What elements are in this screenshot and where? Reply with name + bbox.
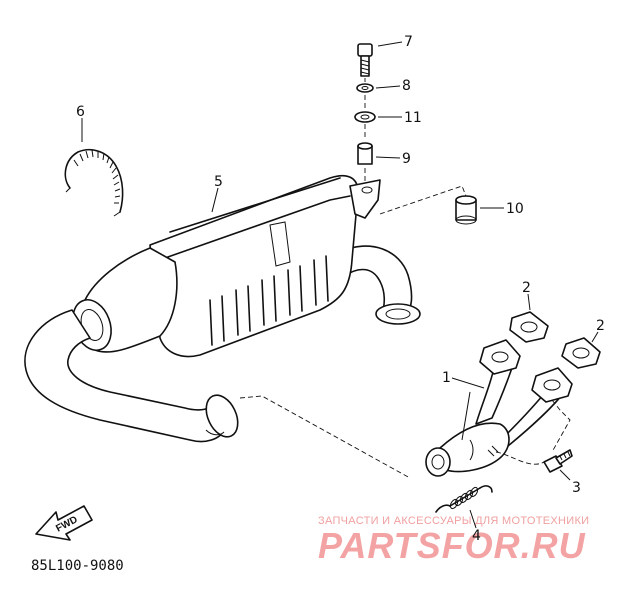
callout-2b: 2: [596, 318, 605, 334]
part-9-spacer: [357, 142, 373, 165]
part-2-gasket-b: [561, 337, 601, 369]
callout-11: 11: [404, 110, 422, 126]
callout-2a: 2: [522, 280, 531, 296]
part-2-gasket-a: [509, 311, 549, 343]
callout-9: 9: [402, 151, 411, 167]
leader-1: [451, 377, 485, 441]
part-3-bolt: [543, 449, 573, 473]
part-10-grommet: [455, 195, 477, 225]
callout-4: 4: [472, 528, 481, 544]
assembly-line-grommet: [379, 185, 467, 215]
leader-3: [559, 469, 571, 481]
callout-5: 5: [214, 174, 223, 190]
callout-6: 6: [76, 104, 85, 120]
leader-5: [211, 187, 219, 213]
part-4-spring: [435, 485, 493, 513]
leader-2a: [527, 293, 531, 311]
assembly-line-header: [551, 399, 571, 453]
callout-3: 3: [572, 480, 581, 496]
leader-2b: [591, 331, 599, 343]
watermark-tagline: ЗАПЧАСТИ И АКСЕССУАРЫ ДЛЯ МОТОТЕХНИКИ: [318, 515, 589, 527]
callout-1: 1: [442, 370, 451, 386]
watermark: ЗАПЧАСТИ И АКСЕССУАРЫ ДЛЯ МОТОТЕХНИКИ PA…: [318, 515, 589, 566]
part-8-washer: [356, 83, 374, 93]
leader-9: [375, 156, 401, 159]
part-5-muffler: [24, 174, 421, 443]
assembly-line-inlet: [239, 395, 411, 479]
watermark-brand: PARTSFOR.RU: [318, 525, 586, 566]
leader-7: [377, 41, 403, 47]
part-1-exhaust-pipe: [425, 339, 573, 477]
callout-7: 7: [404, 34, 413, 50]
diagram-code: 85L100-9080: [31, 558, 124, 574]
callout-10: 10: [506, 201, 524, 217]
part-6-spring: [64, 148, 124, 217]
assembly-line-bolt: [495, 451, 545, 465]
leader-4: [469, 509, 477, 529]
part-11-collar: [354, 111, 376, 123]
fwd-arrow: FWD: [35, 505, 93, 541]
leader-8: [375, 85, 401, 89]
part-7-bolt: [357, 43, 373, 77]
callout-8: 8: [402, 78, 411, 94]
